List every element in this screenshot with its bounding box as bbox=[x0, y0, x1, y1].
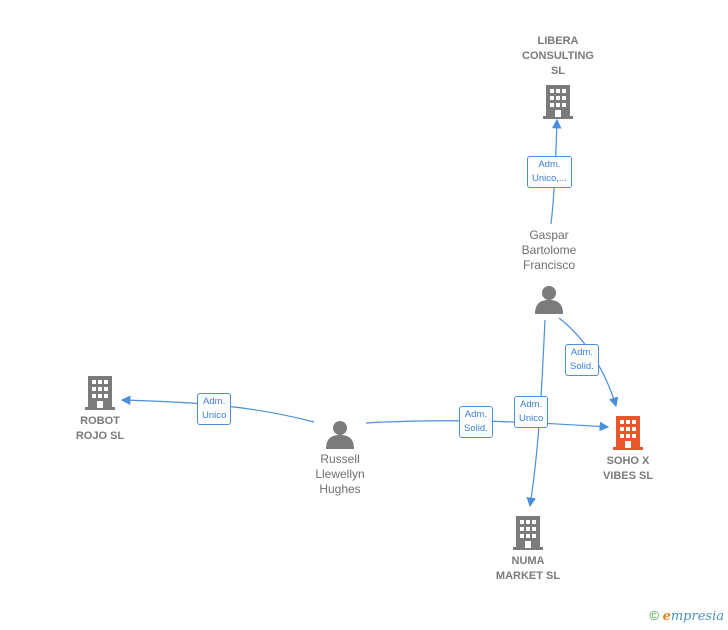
building-icon bbox=[85, 376, 115, 410]
node-label: SOHO X VIBES SL bbox=[602, 455, 654, 482]
node-libera-consulting[interactable]: LIBERA CONSULTING SL bbox=[508, 34, 608, 119]
node-robot-rojo[interactable]: ROBOT ROJO SL bbox=[50, 374, 150, 444]
node-numa-market[interactable]: NUMA MARKET SL bbox=[478, 514, 578, 584]
node-russell[interactable]: Russell Llewellyn Hughes bbox=[290, 418, 390, 497]
node-label: ROBOT ROJO SL bbox=[75, 415, 125, 442]
edge-label-russell-soho: Adm. Solid. bbox=[459, 406, 493, 438]
building-icon bbox=[613, 416, 643, 450]
footer-brand[interactable]: © empresia bbox=[649, 608, 724, 624]
node-label: Gaspar Bartolome Francisco bbox=[521, 228, 577, 272]
node-label: NUMA MARKET SL bbox=[495, 555, 561, 582]
person-icon bbox=[535, 286, 563, 314]
person-icon bbox=[326, 421, 354, 449]
edge-label-russell-robot: Adm. Unico bbox=[197, 393, 232, 425]
copyright-icon: © bbox=[649, 608, 659, 623]
brand-logo: empresia bbox=[662, 609, 724, 624]
building-icon bbox=[543, 85, 573, 119]
node-label: LIBERA CONSULTING SL bbox=[522, 35, 594, 77]
node-label: Russell Llewellyn Hughes bbox=[315, 452, 365, 496]
edge-label-gaspar-libera: Adm. Unico,... bbox=[527, 156, 572, 188]
node-gaspar[interactable]: Gaspar Bartolome Francisco bbox=[499, 228, 599, 315]
node-soho-x-vibes[interactable]: SOHO X VIBES SL bbox=[578, 414, 678, 484]
edge-label-gaspar-numa: Adm. Unico bbox=[514, 396, 549, 428]
edge-label-gaspar-soho: Adm. Solid. bbox=[565, 344, 599, 376]
building-icon bbox=[513, 516, 543, 550]
